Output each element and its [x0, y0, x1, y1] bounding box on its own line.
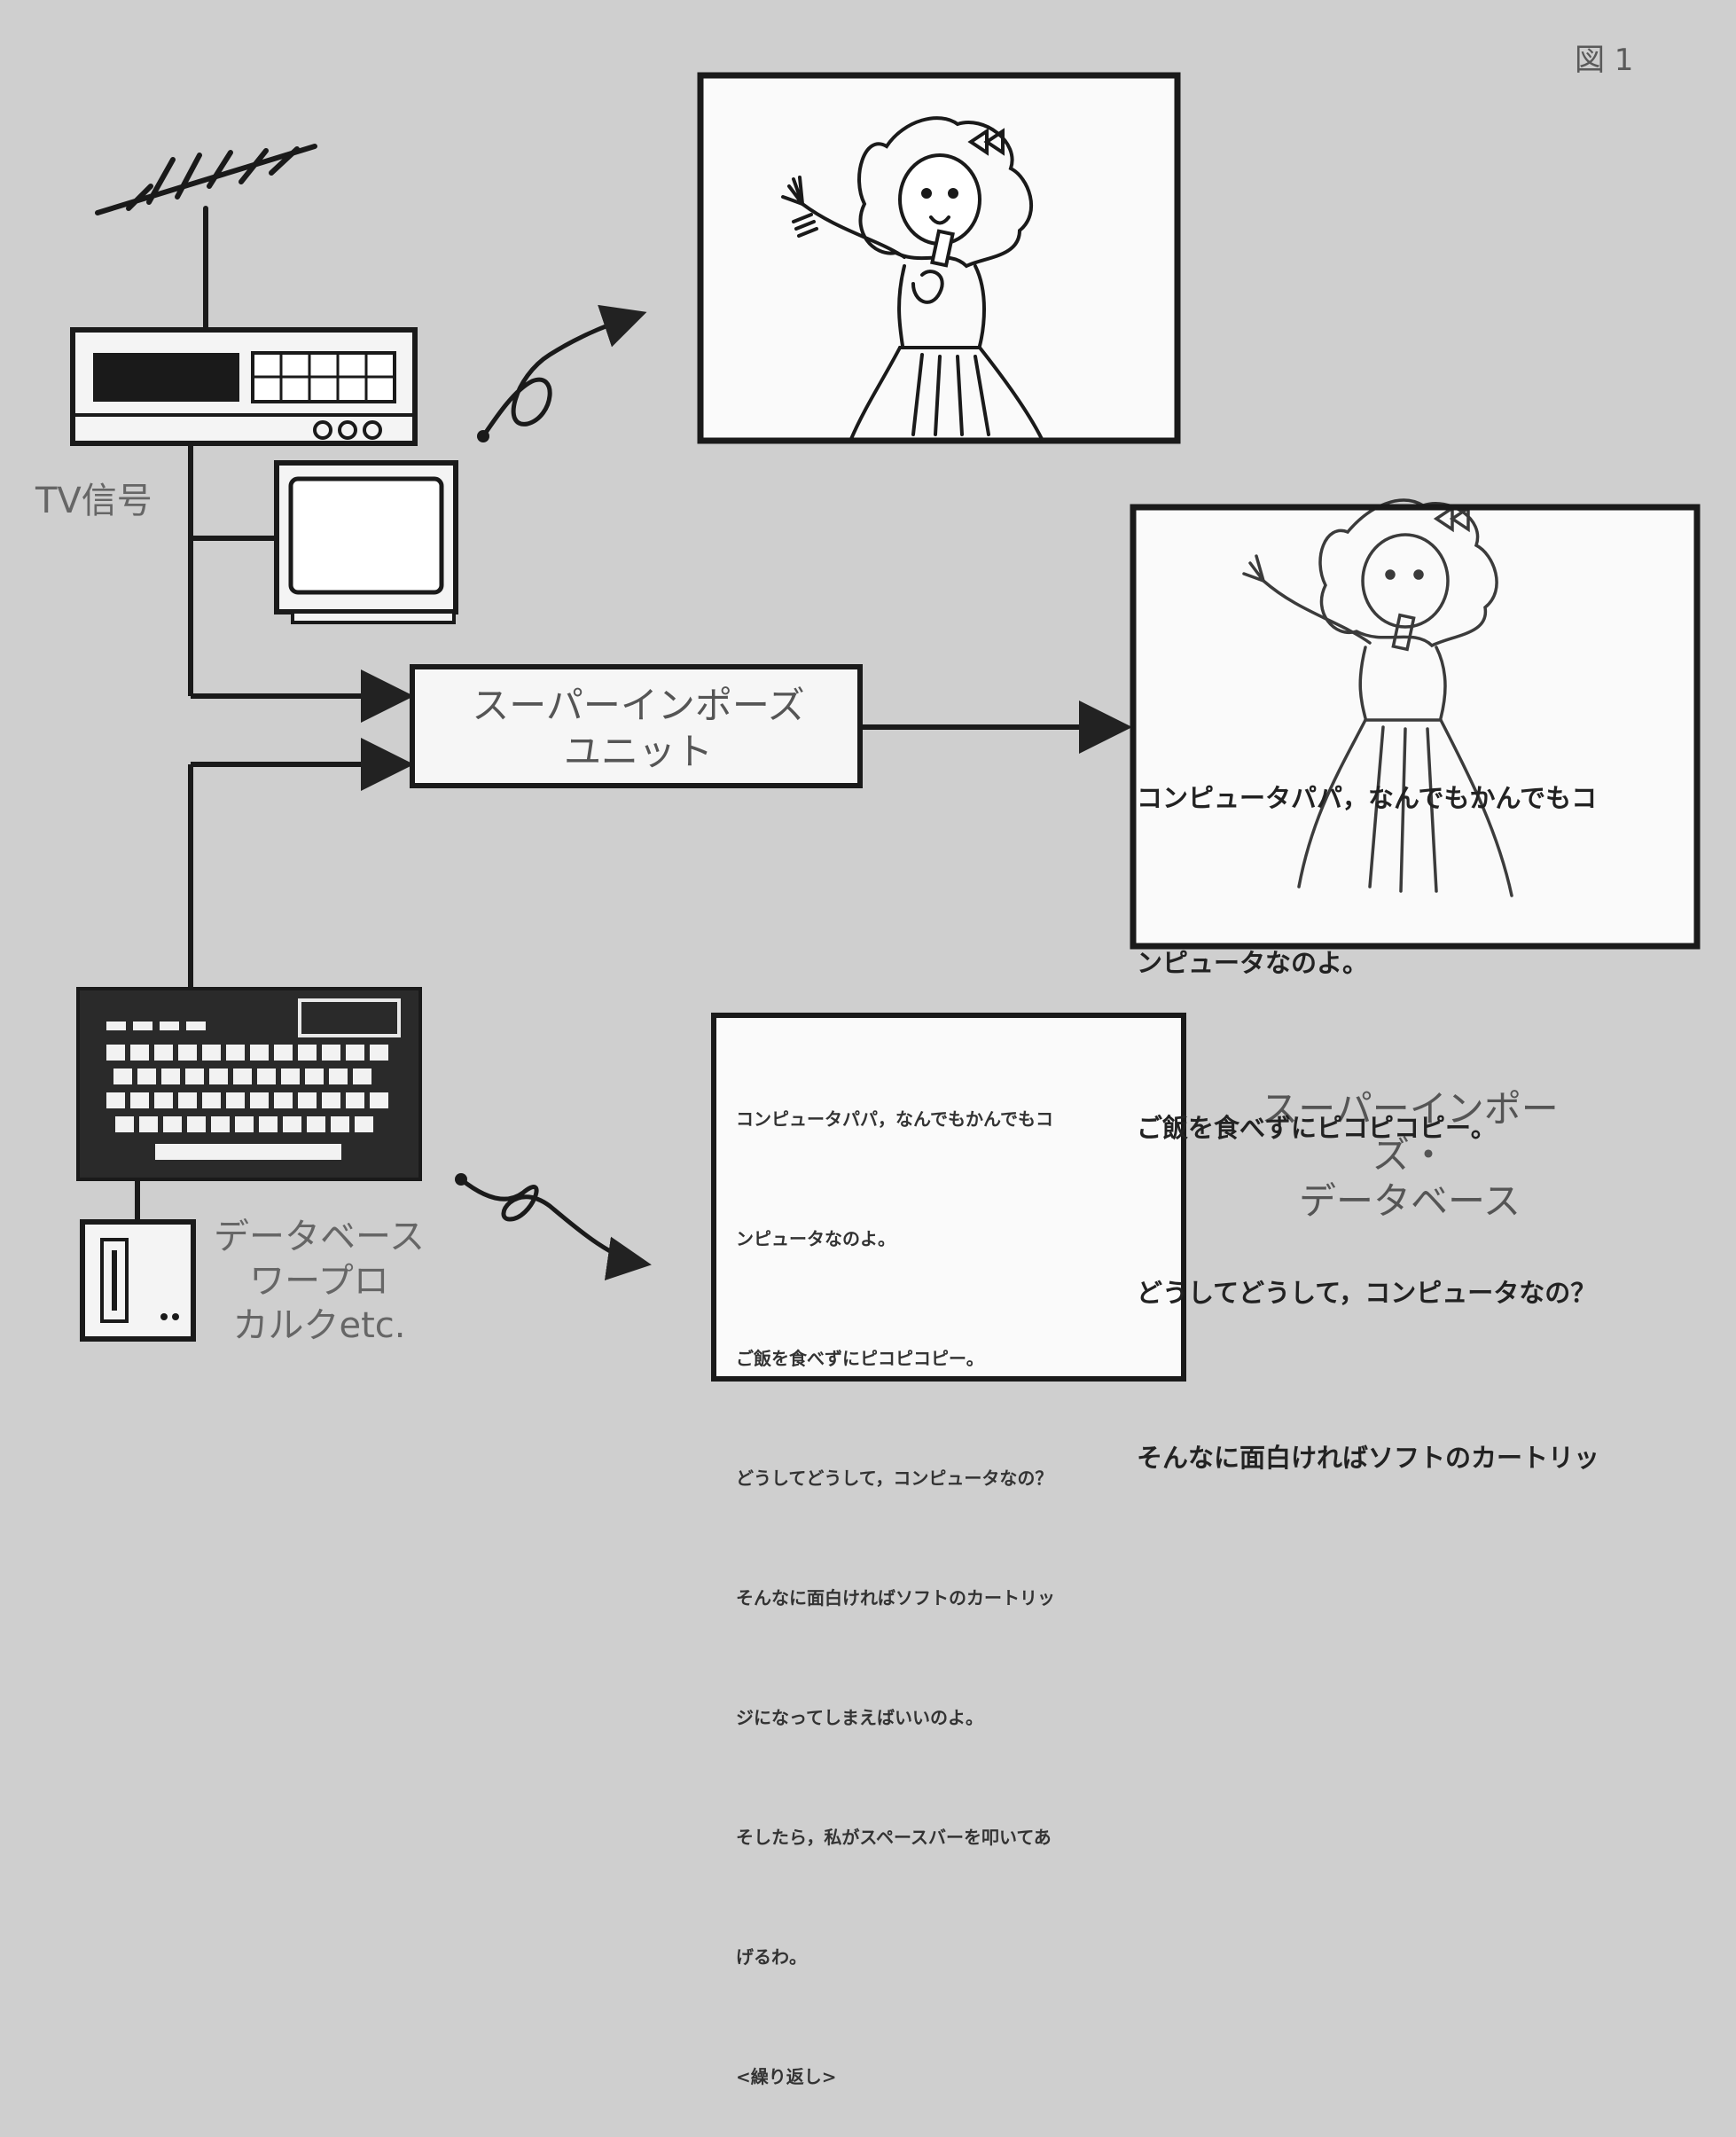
keyboard-key — [130, 1045, 149, 1061]
database-line: ご飯を食べずにピコピコピー。 — [736, 1348, 984, 1369]
keyboard-key — [233, 1068, 252, 1084]
keyboard-key — [202, 1092, 221, 1108]
keyboard-key — [235, 1116, 254, 1132]
app-spreadsheet: カルクetc. — [232, 1305, 406, 1346]
tv-set-icon — [274, 460, 458, 624]
tv-broadcast-screen — [697, 72, 1181, 444]
keyboard-key — [209, 1068, 228, 1084]
keyboard-key — [346, 1092, 364, 1108]
database-line: そしたら，私がスペースバーを叩いてあ — [736, 1827, 1052, 1848]
keyboard-key — [106, 1045, 125, 1061]
keyboard-key — [154, 1092, 173, 1108]
keyboard-key — [274, 1092, 293, 1108]
keyboard-key — [281, 1068, 300, 1084]
keyboard-key — [298, 1045, 317, 1061]
keyboard-key — [226, 1092, 245, 1108]
tv-signal-label: TV信号 — [35, 481, 152, 521]
keyboard-key — [307, 1116, 325, 1132]
app-word-processor: ワープロ — [249, 1261, 389, 1302]
app-database: データベース — [214, 1217, 425, 1257]
overlay-line: そんなに面白ければソフトのカートリッ — [1137, 1443, 1600, 1473]
database-title-line-1: スーパーインポーズ・ — [1261, 1087, 1559, 1177]
keyboard-key — [202, 1045, 221, 1061]
keyboard-key — [154, 1045, 173, 1061]
database-line: げるわ。 — [736, 1946, 807, 1968]
database-line: コンピュータパパ，なんでもかんでもコ — [736, 1108, 1053, 1130]
keyboard-key — [130, 1092, 149, 1108]
superimpose-unit-box — [410, 664, 863, 788]
superimpose-unit-line-2: ユニット — [563, 730, 713, 773]
keyboard-key — [370, 1045, 388, 1061]
database-line: ジになってしまえばいいのよ。 — [736, 1707, 983, 1728]
superimpose-unit-line-1: スーパーインポーズ — [472, 684, 805, 727]
keyboard-key — [322, 1092, 340, 1108]
keyboard-key — [185, 1068, 204, 1084]
database-text-content: コンピュータパパ，なんでもかんでもコ ンピュータなのよ。 ご飯を食べずにピコピコ… — [736, 1020, 1179, 2137]
superimpose-database-title: スーパーインポーズ・ データベース — [1241, 1086, 1578, 1225]
keyboard-key — [274, 1045, 293, 1061]
database-text-screen — [711, 1013, 1186, 1382]
overlay-line: ご飯を食べずにピコピコピー。 — [1137, 1113, 1497, 1143]
keyboard-key — [346, 1045, 364, 1061]
overlay-caption-text: コンピュータパパ，なんでもかんでもコ ンピュータなのよ。 ご飯を食べずにピコピコ… — [1137, 661, 1709, 1540]
antenna-icon — [95, 144, 317, 331]
singer-illustration — [781, 116, 1044, 441]
superimpose-unit-label: スーパーインポーズ ユニット — [417, 683, 860, 775]
overlay-line: コンピュータパパ，なんでもかんでもコ — [1137, 783, 1598, 813]
superimpose-system-diagram — [70, 72, 1701, 1382]
curly-arrow-to-tv-screen — [481, 304, 647, 438]
keyboard-key — [250, 1092, 269, 1108]
video-deck-icon — [70, 327, 418, 446]
curly-arrow-to-db-screen — [459, 1178, 652, 1281]
keyboard-key — [353, 1068, 371, 1084]
database-line: どうしてどうして，コンピュータなの？ — [736, 1468, 1053, 1489]
keyboard-key — [115, 1116, 134, 1132]
keyboard-key — [370, 1092, 388, 1108]
signal-wiring — [188, 443, 1132, 989]
singer-illustration-faint — [1242, 498, 1513, 897]
floppy-drive-icon — [80, 1219, 196, 1342]
keyboard-key — [283, 1116, 301, 1132]
keyboard-key — [259, 1116, 278, 1132]
keyboard-key — [187, 1116, 206, 1132]
keyboard-key — [178, 1092, 197, 1108]
keyboard-key — [355, 1116, 373, 1132]
keyboard-key — [163, 1116, 182, 1132]
superimposed-output-screen — [1130, 498, 1701, 950]
keyboard-key — [226, 1045, 245, 1061]
keyboard-key — [113, 1068, 132, 1084]
keyboard-key — [322, 1045, 340, 1061]
keyboard-key — [137, 1068, 156, 1084]
keyboard-key — [106, 1092, 125, 1108]
keyboard-key — [298, 1092, 317, 1108]
database-line: そんなに面白ければソフトのカートリッ — [736, 1587, 1055, 1609]
diagram-canvas: 図 1 TV信号 スーパーインポーズ ユニット スーパーインポーズ・ データベー… — [35, 43, 1701, 2087]
keyboard-key — [139, 1116, 158, 1132]
overlay-line: ンピュータなのよ。 — [1137, 948, 1369, 978]
keyboard-key — [250, 1045, 269, 1061]
keyboard-key — [331, 1116, 349, 1132]
overlay-line: どうしてどうして，コンピュータなの？ — [1137, 1278, 1597, 1308]
keyboard-key — [257, 1068, 276, 1084]
keyboard-key — [211, 1116, 230, 1132]
computer-apps-label: データベース ワープロ カルクetc. — [208, 1215, 430, 1348]
keyboard-key — [329, 1068, 348, 1084]
database-title-line-2: データベース — [1299, 1179, 1521, 1223]
personal-computer-icon — [76, 987, 422, 1181]
keyboard-key — [305, 1068, 324, 1084]
database-line: <繰り返し> — [736, 2066, 837, 2087]
keyboard-key — [161, 1068, 180, 1084]
database-line: ンピュータなのよ。 — [736, 1228, 895, 1249]
keyboard-key — [178, 1045, 197, 1061]
figure-label: 図 1 — [1575, 43, 1634, 78]
